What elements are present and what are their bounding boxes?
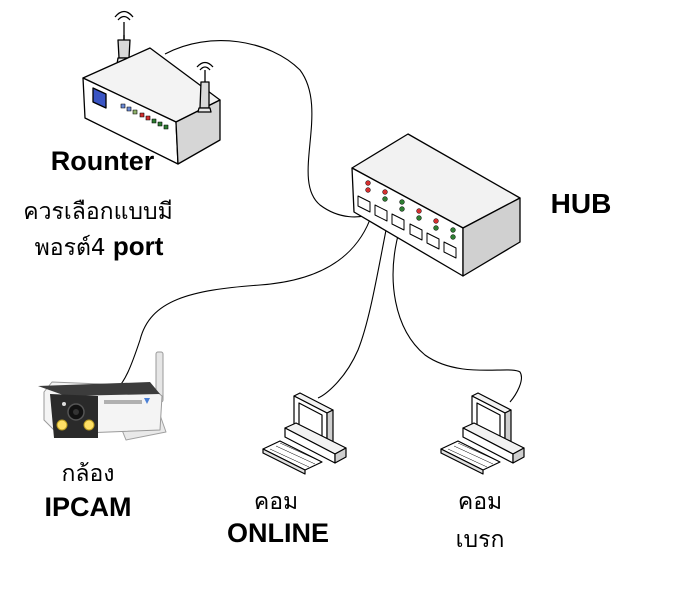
- ipcam-device: [38, 351, 167, 441]
- router-note-line2-suffix: port: [112, 231, 164, 261]
- hub-leds: [365, 180, 456, 240]
- pc-online-caption-line2: ONLINE: [226, 518, 329, 548]
- pc-break-caption-line1: คอม: [457, 489, 503, 515]
- hub-label: HUB: [550, 188, 612, 219]
- pc-online-caption-line1: คอม: [253, 489, 299, 515]
- router-device: [82, 10, 221, 165]
- ipcam-caption-line2: IPCAM: [44, 492, 132, 522]
- antenna-right: [196, 61, 214, 113]
- cable-hub-pc-break: [392, 227, 522, 403]
- cable-hub-ipcam: [117, 213, 373, 389]
- router-note-line2-prefix: พอรต์4: [34, 235, 106, 261]
- pc-online-device: [262, 392, 347, 475]
- ipcam-caption-line1: กล้อง: [61, 461, 115, 487]
- pc-break-device: [440, 392, 525, 475]
- cable-router-hub: [164, 40, 373, 218]
- router-screen: [92, 87, 107, 109]
- cable-hub-pc-online: [317, 219, 389, 399]
- router-note-line1: ควรเลือกแบบมี: [23, 199, 173, 225]
- router-label: Rounter: [50, 146, 155, 176]
- hub-side: [462, 197, 521, 277]
- pc-break-caption-line2: เบรก: [455, 527, 505, 553]
- hub-device: [351, 133, 521, 277]
- router-note-line2: พอรต์4 port: [14, 230, 184, 266]
- hub-ports: [357, 195, 457, 259]
- router-leds: [120, 103, 169, 130]
